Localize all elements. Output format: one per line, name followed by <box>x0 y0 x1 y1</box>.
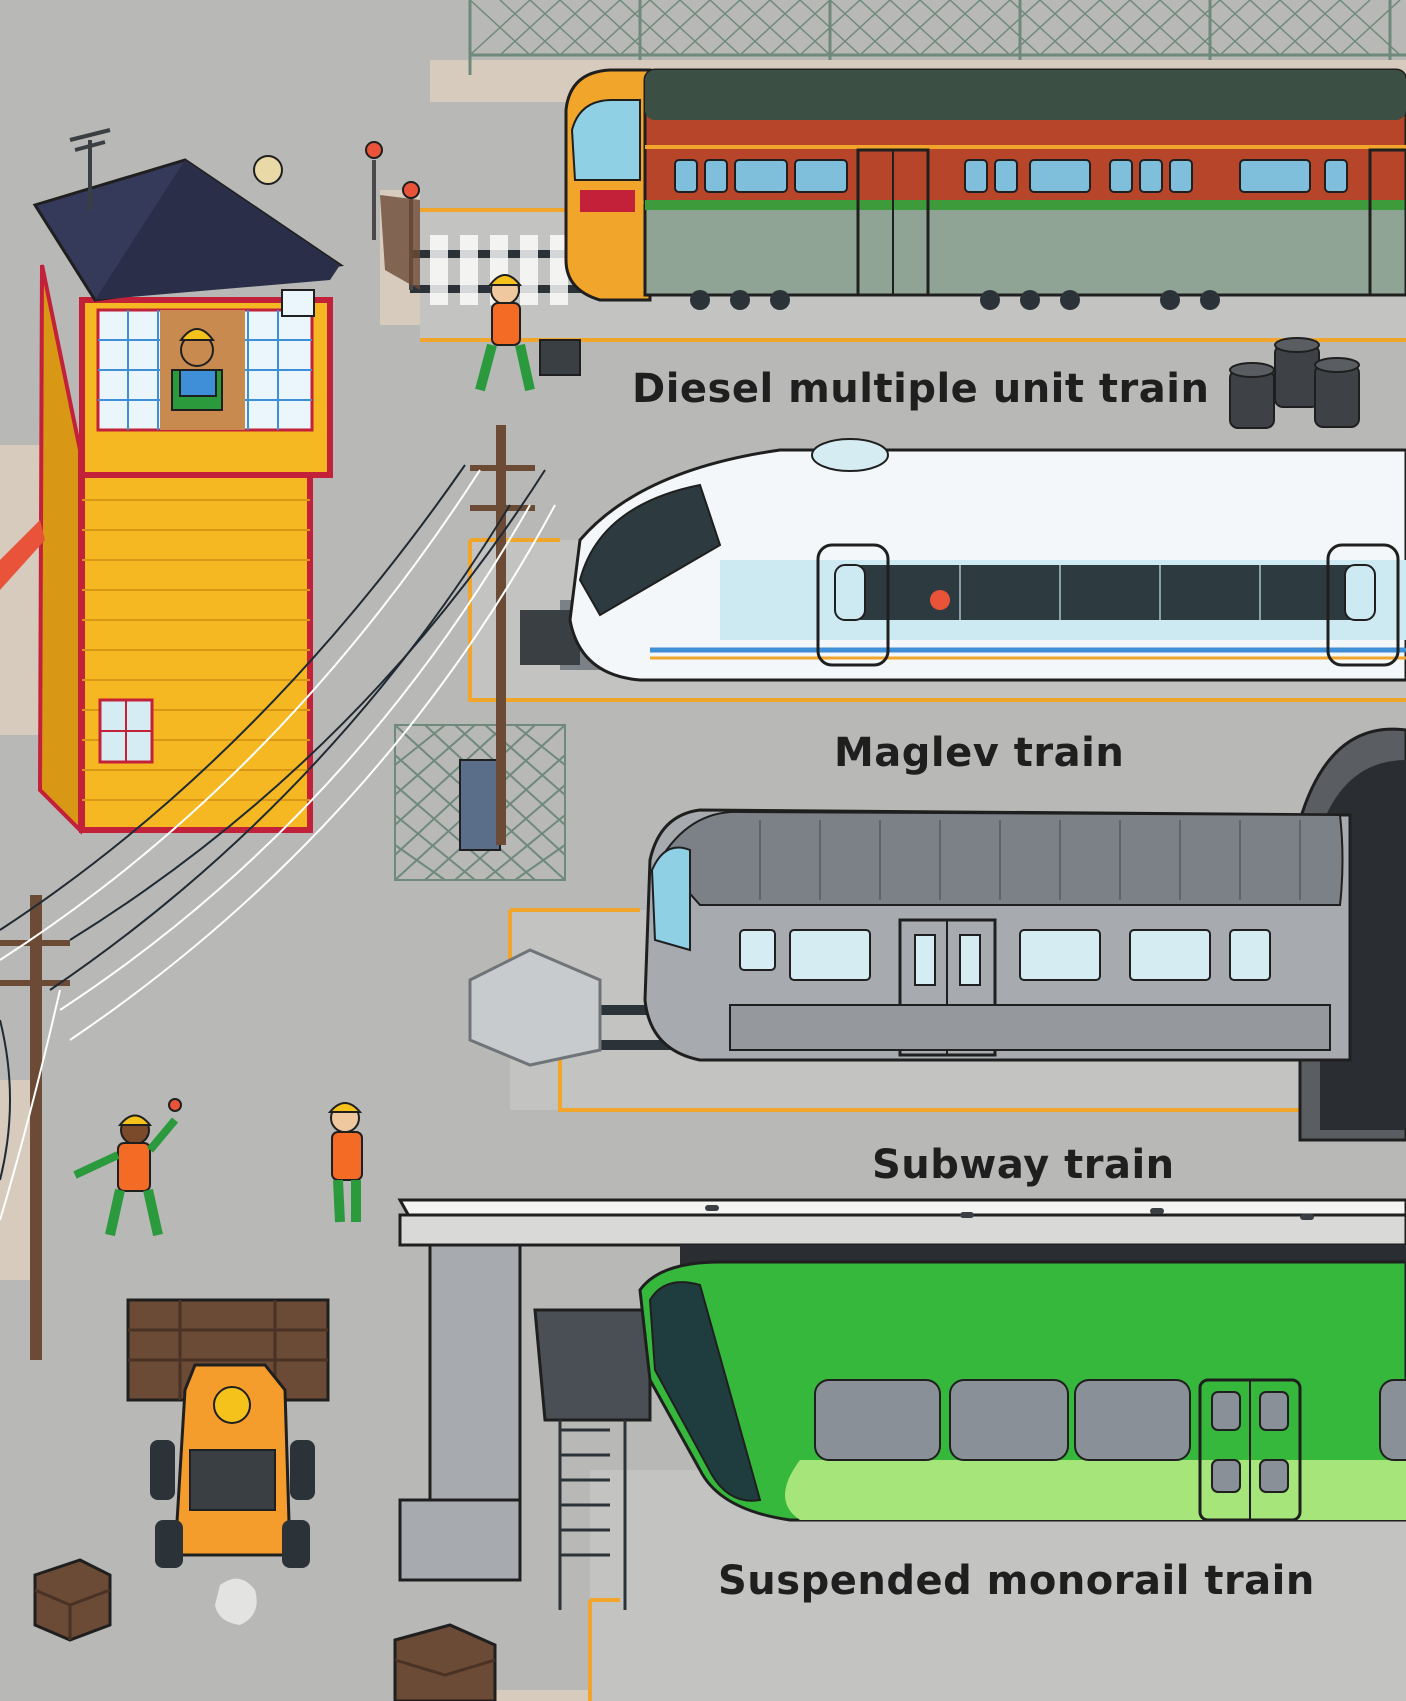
cage-fence <box>394 724 566 881</box>
power-wires <box>0 464 556 1221</box>
maglev-train <box>568 438 1406 682</box>
subway-train <box>643 808 1352 1062</box>
label-diesel-multiple-unit-train: Diesel multiple unit train <box>632 366 1210 412</box>
label-suspended-monorail-train: Suspended monorail train <box>718 1558 1315 1604</box>
track-signals <box>365 141 420 290</box>
diesel-train <box>564 68 1406 310</box>
tyre-stack-icon <box>1229 337 1360 429</box>
label-subway-train: Subway train <box>872 1142 1175 1188</box>
crate-icon <box>33 1558 497 1701</box>
fence <box>468 0 1406 75</box>
railway-worker-icon <box>73 274 581 1237</box>
monorail-train <box>638 1244 1406 1522</box>
utility-pole-icon <box>0 425 535 1360</box>
label-maglev-train: Maglev train <box>834 730 1125 776</box>
signal-box-icon <box>0 128 345 835</box>
forklift-icon <box>126 1298 330 1625</box>
